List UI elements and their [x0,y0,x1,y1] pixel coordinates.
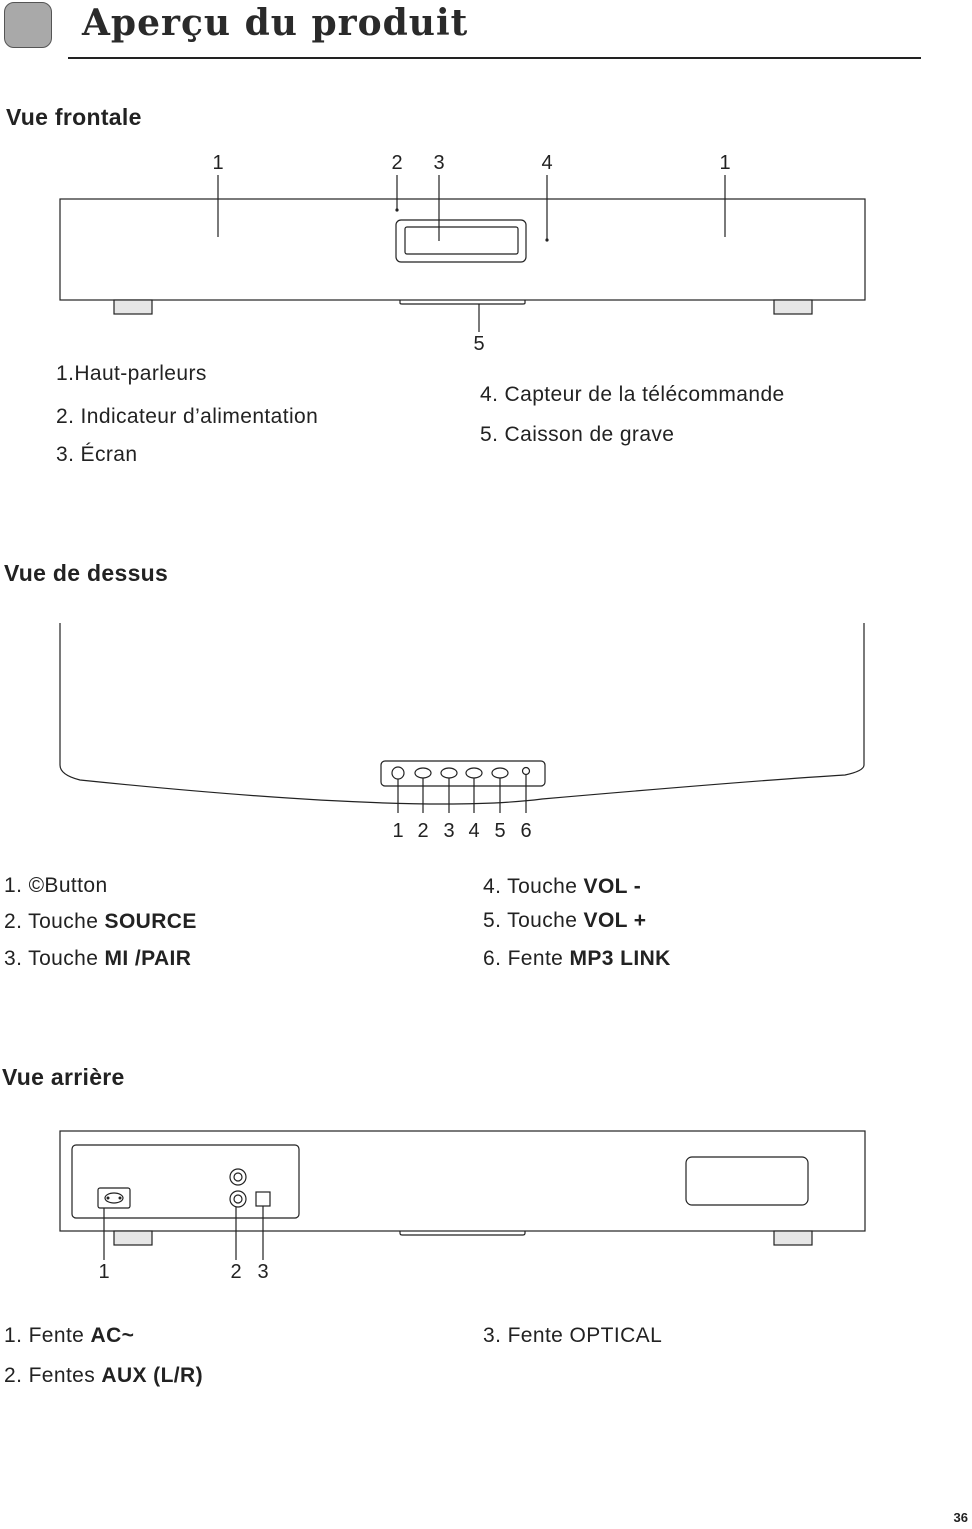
top-view-heading: Vue de dessus [4,560,169,586]
front-callout: 1 [212,152,223,174]
front-item: 4. Capteur de la télécommande [480,383,785,406]
top-callout: 3 [443,820,454,842]
rear-callout: 3 [257,1261,268,1283]
rear-callout: 2 [230,1261,241,1283]
vol-minus-button [465,767,483,779]
top-callout: 2 [417,820,428,842]
optical-port [255,1191,271,1207]
source-button [414,767,432,779]
rear-item: 3. Fente OPTICAL [483,1324,663,1347]
ac-socket [97,1187,131,1209]
vol-plus-button [491,767,509,779]
rear-view-heading: Vue arrière [2,1064,125,1090]
top-callout: 4 [468,820,479,842]
soundbar-front-body [59,198,866,301]
front-item: 5. Caisson de grave [480,423,675,446]
display-screen [404,226,519,255]
soundbar-rear-body [59,1130,866,1232]
page-number: 36 [953,1510,968,1525]
top-view-diagram: 1 2 3 4 5 6 [59,623,865,842]
front-item: 1.Haut-parleurs [56,362,207,385]
rear-foot-right [773,1230,813,1246]
power-button [391,766,405,780]
top-body-outline [59,764,865,805]
aux-left-jack [229,1168,247,1186]
mp3-link-jack [521,766,531,776]
display-outer [395,219,527,263]
front-view-diagram: 1 2 3 4 1 5 [59,152,866,355]
page-title: Aperçu du produit [82,2,469,44]
rear-item: 2. Fentes AUX (L/R) [4,1364,203,1387]
top-item: 5. Touche VOL + [483,909,647,932]
front-callout: 5 [473,333,484,355]
front-callout: 3 [433,152,444,174]
remote-sensor-dot [545,238,549,242]
rear-subwoofer-slot [399,1231,526,1236]
foot-right [773,299,813,315]
top-item: 6. Fente MP3 LINK [483,947,671,970]
top-item: 2. Touche SOURCE [4,910,197,933]
header-rule [68,57,921,59]
aux-right-jack [229,1190,247,1208]
front-callout: 1 [719,152,730,174]
rear-callout: 1 [98,1261,109,1283]
power-indicator-dot [395,208,399,212]
rear-item: 1. Fente AC~ [4,1324,135,1347]
top-callout: 6 [520,820,531,842]
top-callout: 5 [494,820,505,842]
front-item: 2. Indicateur d’alimentation [56,405,319,428]
rear-view-diagram: 1 2 3 [59,1130,866,1283]
pair-button [440,767,458,779]
connector-panel [71,1144,300,1219]
rear-foot-left [113,1230,153,1246]
top-item: 3. Touche MI /PAIR [4,947,192,970]
top-item: 4. Touche VOL - [483,875,642,898]
top-item: 1. ©Button [4,874,108,897]
front-callout: 4 [541,152,552,174]
front-view-heading: Vue frontale [6,104,142,130]
header-badge [4,2,52,48]
rear-vent [685,1156,809,1206]
front-callout: 2 [391,152,402,174]
top-callout: 1 [392,820,403,842]
foot-left [113,299,153,315]
button-panel [380,760,546,787]
subwoofer-slot [399,300,526,305]
front-item: 3. Écran [56,443,138,466]
